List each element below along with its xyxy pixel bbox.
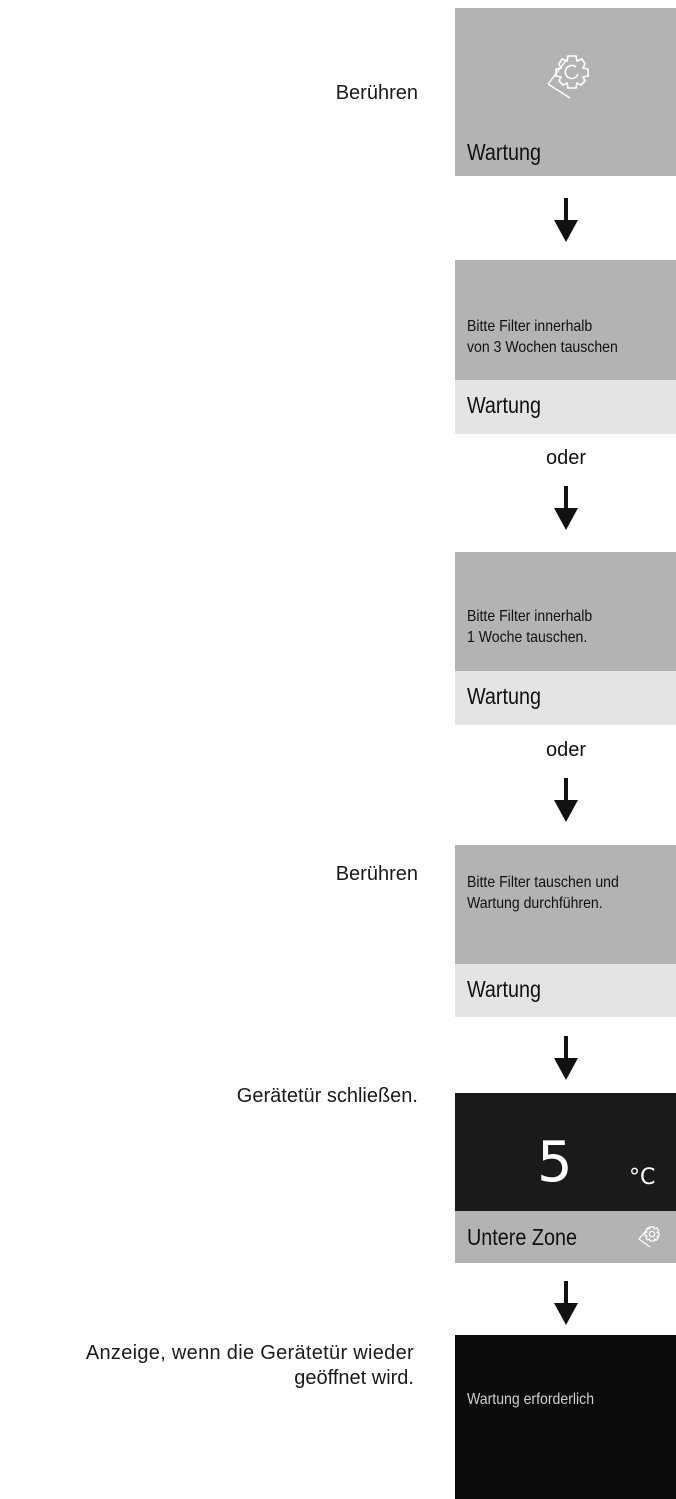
temperature-value: 5: [537, 1130, 573, 1195]
down-arrow-icon: [554, 778, 578, 822]
instruction-reopen-line-2: geöffnet wird.: [294, 1367, 414, 1389]
maintenance-title: Wartung: [467, 683, 542, 709]
message-area: Bitte Filter innerhalb 1 Woche tauschen.: [455, 552, 676, 671]
filter-message: Bitte Filter innerhalb 1 Woche tauschen.: [467, 608, 593, 646]
title-bar: Wartung: [455, 964, 676, 1017]
zone-label: Untere Zone: [467, 1224, 577, 1250]
temperature-screen: 5 °C Untere Zone: [455, 1093, 676, 1263]
instruction-touch-2: Berühren: [335, 863, 418, 885]
maintenance-title: Wartung: [467, 139, 542, 165]
filter-message: Bitte Filter tauschen und Wartung durchf…: [467, 874, 619, 912]
filter-1-week-screen: Bitte Filter innerhalb 1 Woche tauschen.…: [455, 552, 676, 725]
or-label: oder: [545, 447, 587, 469]
maintenance-gear-icon: [530, 44, 602, 116]
maintenance-title: Wartung: [467, 392, 542, 418]
filter-message: Bitte Filter innerhalb von 3 Wochen taus…: [467, 318, 618, 356]
message-area: Bitte Filter innerhalb von 3 Wochen taus…: [455, 260, 676, 380]
down-arrow-icon: [554, 198, 578, 242]
temperature-area: 5 °C: [455, 1093, 676, 1211]
filter-3-weeks-screen: Bitte Filter innerhalb von 3 Wochen taus…: [455, 260, 676, 434]
down-arrow-icon: [554, 1281, 578, 1325]
zone-bar: Untere Zone: [455, 1211, 676, 1263]
maintenance-required-screen: Wartung erforderlich: [455, 1335, 676, 1499]
instruction-touch-1: Berühren: [335, 82, 418, 104]
instruction-reopen-line-1: Anzeige, wenn die Gerätetür wieder: [85, 1342, 414, 1364]
instruction-close-door: Gerätetür schließen.: [236, 1085, 418, 1107]
title-bar: Wartung: [455, 380, 676, 434]
maintenance-tile[interactable]: Wartung: [455, 8, 676, 176]
or-label: oder: [545, 739, 587, 761]
message-area: Bitte Filter tauschen und Wartung durchf…: [455, 845, 676, 964]
maintenance-required-message: Wartung erforderlich: [467, 1391, 595, 1408]
down-arrow-icon: [554, 1036, 578, 1080]
filter-replace-now-screen[interactable]: Bitte Filter tauschen und Wartung durchf…: [455, 845, 676, 1017]
maintenance-title: Wartung: [467, 976, 542, 1002]
title-bar: Wartung: [455, 671, 676, 725]
temperature-unit: °C: [629, 1165, 656, 1190]
maintenance-gear-icon: [633, 1221, 665, 1253]
down-arrow-icon: [554, 486, 578, 530]
